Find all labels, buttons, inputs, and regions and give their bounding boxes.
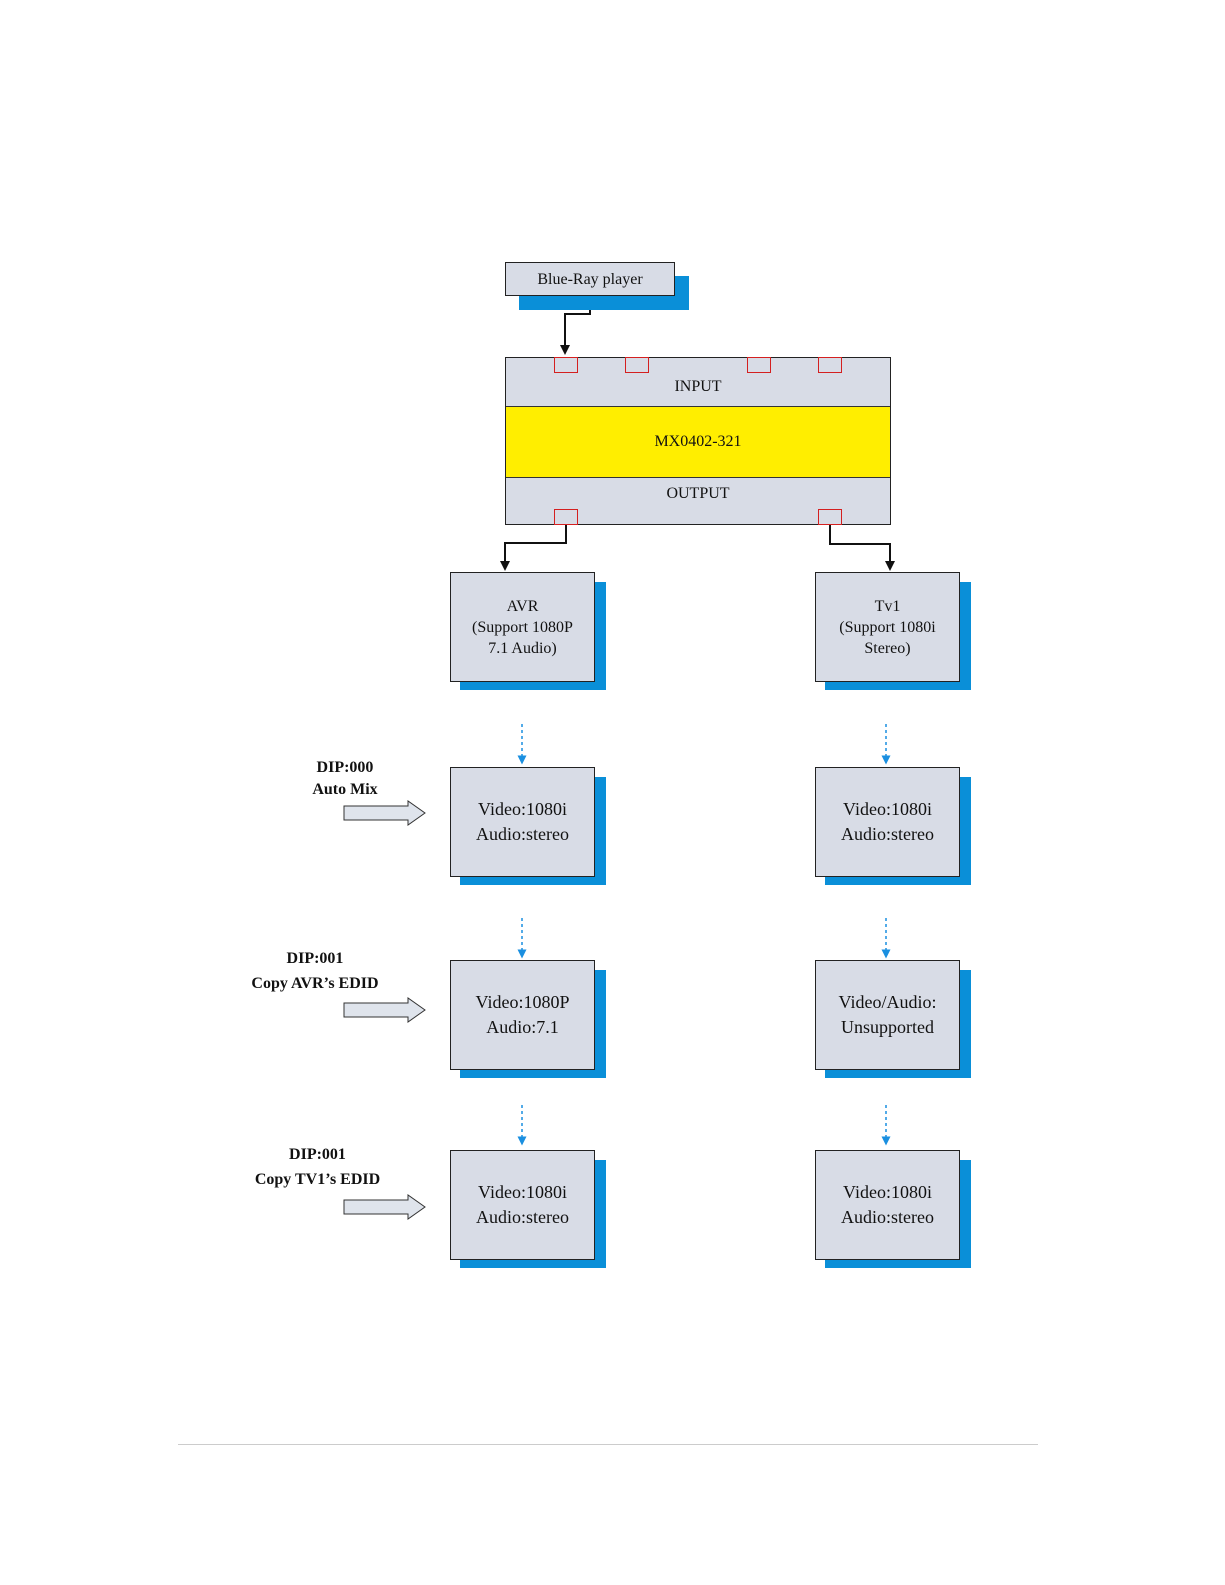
mode-2-tv1-result: Video/Audio: Unsupported xyxy=(815,960,971,1078)
mode-2-avr-result: Video:1080P Audio:7.1 xyxy=(450,960,606,1078)
mode-2-dip: DIP:001 xyxy=(286,950,344,967)
mode-1-avr-audio: Audio:stereo xyxy=(476,824,569,844)
tv1-support-video: (Support 1080i xyxy=(839,618,936,636)
mode-2-name: Copy AVR’s EDID xyxy=(251,975,379,992)
mode-1-tv1-audio: Audio:stereo xyxy=(841,824,934,844)
mode-3-tv1-audio: Audio:stereo xyxy=(841,1207,934,1227)
avr-device: AVR (Support 1080P 7.1 Audio) xyxy=(450,572,606,690)
input-port-1 xyxy=(554,357,578,373)
matrix-model-band: MX0402-321 xyxy=(506,406,890,478)
mode-1-name: Auto Mix xyxy=(312,781,378,798)
mode-2-tv1-video: Video/Audio: xyxy=(838,992,937,1012)
output-to-tv1-connector xyxy=(829,525,895,571)
tv1-name: Tv1 xyxy=(874,597,901,615)
mode-3-dip: DIP:001 xyxy=(289,1146,346,1163)
source-device: Blue-Ray player xyxy=(505,262,690,312)
avr-support-video: (Support 1080P xyxy=(472,618,573,636)
input-port-2 xyxy=(625,357,649,373)
mode-3-avr-audio: Audio:stereo xyxy=(476,1207,569,1227)
mode-1-tv1-video: Video:1080i xyxy=(843,799,932,819)
output-port-1 xyxy=(554,509,578,525)
output-label: OUTPUT xyxy=(666,485,730,502)
tv1-device: Tv1 (Support 1080i Stereo) xyxy=(815,572,971,690)
matrix-model-label: MX0402-321 xyxy=(654,433,742,450)
output-port-2 xyxy=(818,509,842,525)
input-label: INPUT xyxy=(674,378,722,395)
mode-3-label: DIP:001 Copy TV1’s EDID xyxy=(235,1144,400,1191)
mode-3-name: Copy TV1’s EDID xyxy=(254,1171,381,1188)
mode-2-tv1-audio: Unsupported xyxy=(841,1017,934,1037)
source-label: Blue-Ray player xyxy=(537,270,643,288)
avr-name: AVR xyxy=(506,597,539,615)
mode-1-avr-result: Video:1080i Audio:stereo xyxy=(450,767,606,885)
mode-3-avr-video: Video:1080i xyxy=(478,1182,567,1202)
mode-1-label: DIP:000 Auto Mix xyxy=(280,757,410,801)
mode-1-tv1-result: Video:1080i Audio:stereo xyxy=(815,767,971,885)
mode-3-pointer-arrow xyxy=(343,1194,426,1220)
mode-2-label: DIP:001 Copy AVR’s EDID xyxy=(230,948,400,995)
footer-divider xyxy=(178,1444,1038,1445)
mode-1-pointer-arrow xyxy=(343,800,426,826)
avr-support-audio: 7.1 Audio) xyxy=(488,639,557,657)
input-port-4 xyxy=(818,357,842,373)
mode-2-avr-audio: Audio:7.1 xyxy=(486,1017,559,1037)
tv1-support-audio: Stereo) xyxy=(864,639,911,657)
input-port-3 xyxy=(747,357,771,373)
matrix-switch: INPUT MX0402-321 OUTPUT xyxy=(505,357,891,525)
mode-3-avr-result: Video:1080i Audio:stereo xyxy=(450,1150,606,1268)
mode-2-avr-video: Video:1080P xyxy=(475,992,570,1012)
output-to-avr-connector xyxy=(500,525,567,571)
mode-1-dip: DIP:000 xyxy=(316,759,374,776)
mode-3-tv1-result: Video:1080i Audio:stereo xyxy=(815,1150,971,1268)
mode-2-pointer-arrow xyxy=(343,997,426,1023)
mode-3-tv1-video: Video:1080i xyxy=(843,1182,932,1202)
player-to-input-connector xyxy=(560,310,591,355)
mode-1-avr-video: Video:1080i xyxy=(478,799,567,819)
